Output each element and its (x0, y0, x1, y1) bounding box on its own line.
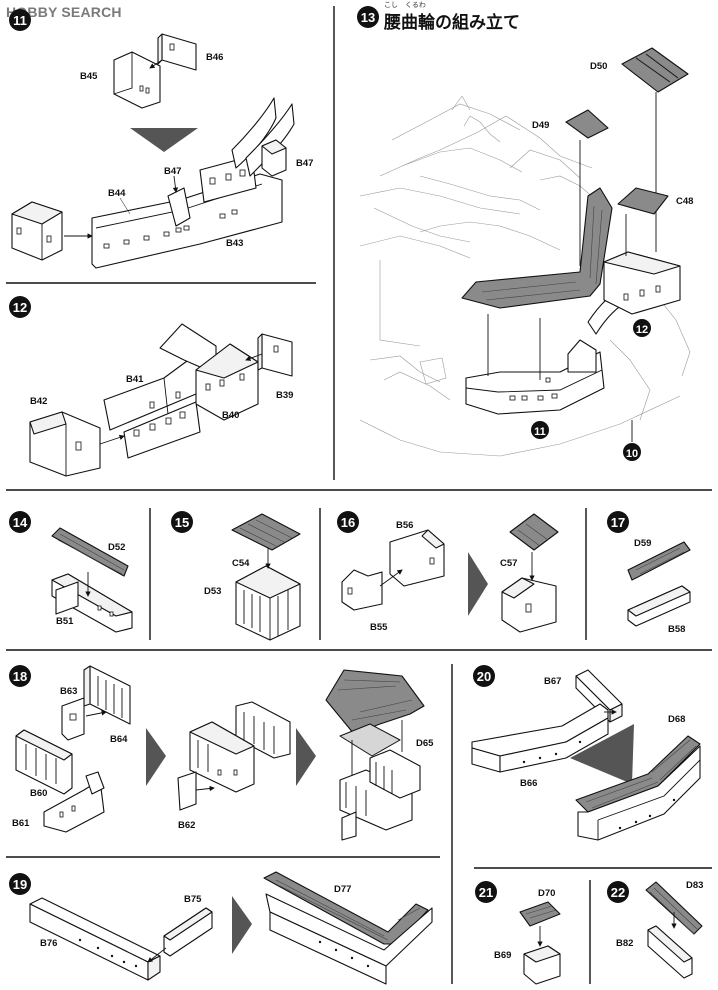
step-number: 12 (636, 324, 648, 336)
step-14-badge: 14 (9, 511, 31, 533)
step-number: 12 (13, 300, 27, 315)
step-number: 17 (611, 515, 625, 530)
part-label-b40: B40 (222, 410, 239, 421)
step-number: 18 (13, 669, 27, 684)
part-label-b47: B47 (164, 166, 181, 177)
part-label-b67: B67 (544, 676, 561, 687)
step-16-badge: 16 (337, 511, 359, 533)
part-label-b66: B66 (520, 778, 537, 789)
step-15-badge: 15 (171, 511, 193, 533)
part-label-b55: B55 (370, 622, 388, 633)
part-label-b42: B42 (30, 396, 47, 407)
part-label-b64: B64 (110, 734, 128, 745)
step-21-badge: 21 (475, 881, 497, 903)
step-number: 19 (13, 877, 27, 892)
step-number: 20 (477, 669, 491, 684)
step-number: 10 (626, 448, 638, 460)
step-17-diagram: D59 B58 (627, 538, 691, 635)
step-12-diagram: B42 B41 B40 B39 (29, 323, 293, 477)
step-number: 16 (341, 515, 355, 530)
part-label-d52: D52 (108, 542, 125, 553)
ref-11-badge: 11 (531, 421, 549, 439)
step-number: 11 (13, 13, 27, 28)
step-21-diagram: D70 B69 (494, 888, 561, 985)
part-label-b39: B39 (276, 390, 293, 401)
step-number: 11 (534, 426, 546, 438)
step-number: 14 (13, 515, 28, 530)
step13-ruby: こし くるわ (384, 1, 426, 9)
step-number: 13 (361, 10, 375, 25)
step-17-badge: 17 (607, 511, 629, 533)
step-badges: 11 12 13 14 15 16 17 18 19 20 21 22 (9, 6, 629, 903)
part-label-d77: D77 (334, 884, 351, 895)
step-22-diagram: D83 B82 (616, 880, 703, 979)
step-number: 22 (611, 885, 625, 900)
part-label-b41: B41 (126, 374, 144, 385)
part-label-b76: B76 (40, 938, 57, 949)
step-20-diagram: B67 B66 D68 (471, 669, 701, 841)
step-12-badge: 12 (9, 296, 31, 318)
step-number: 21 (479, 885, 493, 900)
part-label-b43: B43 (226, 238, 243, 249)
part-label-b47: B47 (296, 158, 313, 169)
part-label-b69: B69 (494, 950, 511, 961)
part-label-b46: B46 (206, 52, 223, 63)
part-label-c48: C48 (676, 196, 693, 207)
part-label-d70: D70 (538, 888, 555, 899)
part-label-b58: B58 (668, 624, 685, 635)
step13-title: 腰曲輪の組み立て (384, 13, 520, 33)
part-label-b82: B82 (616, 938, 633, 949)
part-label-d49: D49 (532, 120, 549, 131)
castle-sketch (359, 95, 691, 457)
part-label-b44: B44 (108, 188, 126, 199)
step-18-badge: 18 (9, 665, 31, 687)
part-label-b51: B51 (56, 616, 74, 627)
step-13-diagram: D50 D49 C48 11 12 10 (359, 47, 693, 461)
step-19-badge: 19 (9, 873, 31, 895)
step-13-badge: 13 (357, 6, 379, 28)
ref-12-badge: 12 (633, 319, 651, 337)
step-19-diagram: B76 B75 D77 (29, 871, 433, 985)
step-16-diagram: B56 B55 C57 (341, 513, 559, 633)
part-label-b61: B61 (12, 818, 30, 829)
watermark-logo: HOBBY SEARCH (6, 4, 122, 20)
step-11-diagram: B46 B45 (11, 33, 313, 269)
part-label-b56: B56 (396, 520, 413, 531)
part-label-b45: B45 (80, 71, 98, 82)
part-label-d53: D53 (204, 586, 221, 597)
part-label-c54: C54 (232, 558, 250, 569)
ref-10-badge: 10 (623, 443, 641, 461)
step-22-badge: 22 (607, 881, 629, 903)
step-18-diagram: B64 B63 B60 B61 B62 (12, 665, 434, 841)
part-label-b62: B62 (178, 820, 195, 831)
part-label-b63: B63 (60, 686, 77, 697)
part-label-d68: D68 (668, 714, 685, 725)
part-label-d83: D83 (686, 880, 703, 891)
step-20-badge: 20 (473, 665, 495, 687)
part-label-b75: B75 (184, 894, 202, 905)
part-label-d59: D59 (634, 538, 651, 549)
watermark-text: HOBBY SEARCH (6, 4, 122, 20)
part-label-b60: B60 (30, 788, 47, 799)
step-number: 15 (175, 515, 189, 530)
step-14-diagram: D52 B51 (51, 527, 133, 633)
part-label-c57: C57 (500, 558, 517, 569)
step-11-badge: 11 (9, 9, 31, 31)
part-label-d65: D65 (416, 738, 434, 749)
step-15-diagram: C54 D53 (204, 513, 301, 641)
panel-dividers (6, 6, 712, 984)
part-label-d50: D50 (590, 61, 607, 72)
